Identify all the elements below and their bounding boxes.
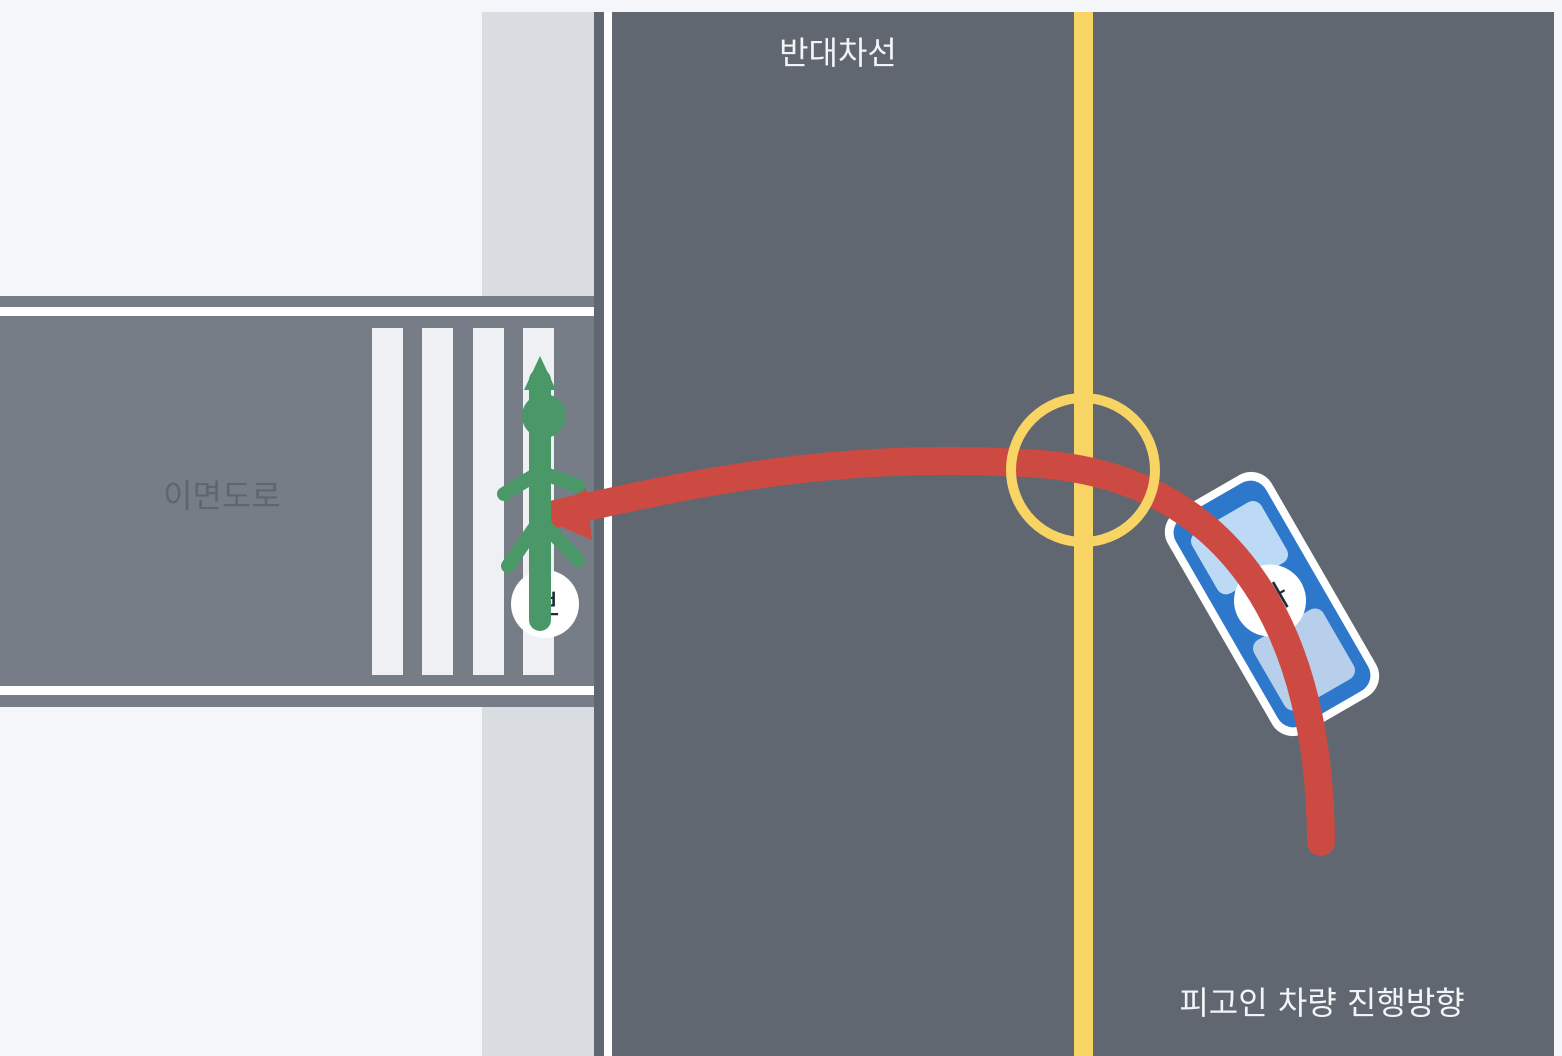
- opposite-lane-label: 반대차선: [779, 34, 897, 72]
- arrow-head-icon: [541, 488, 592, 540]
- defendant-direction-label: 피고인 차량 진행방향: [1179, 984, 1464, 1022]
- side-road-label: 이면도로: [163, 477, 281, 515]
- side-road-edge-bottom: [0, 686, 594, 695]
- center-line: [1074, 12, 1093, 1056]
- vehicle-path-line: [541, 446, 1335, 856]
- side-road-edge-top: [0, 307, 594, 316]
- side-road: [0, 296, 594, 707]
- pedestrian-leg: [501, 513, 547, 573]
- crosswalk-stripe: [422, 328, 453, 675]
- pedestrian-arm: [497, 465, 547, 501]
- pedestrian-arm: [533, 465, 585, 493]
- main-road-edge-line: [604, 12, 612, 1056]
- crosswalk-stripe: [473, 328, 504, 675]
- walking-person-icon: [497, 356, 585, 631]
- pedestrian-leg: [533, 513, 585, 567]
- crosswalk-stripe: [372, 328, 403, 675]
- conflict-point-circle: [1006, 393, 1160, 547]
- pedestrian-head: [522, 394, 566, 438]
- vehicle-path: [541, 446, 1335, 856]
